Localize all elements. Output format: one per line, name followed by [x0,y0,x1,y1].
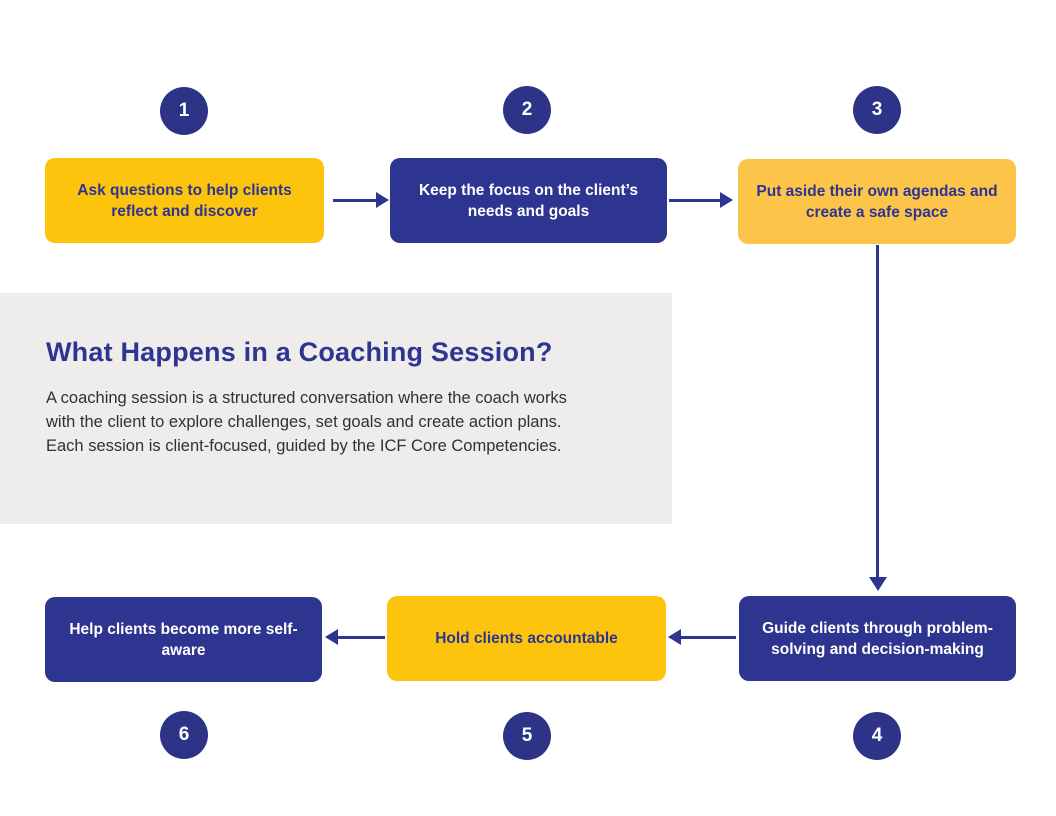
arrow-left-icon [325,629,338,645]
step-4-label: Guide clients through problem-solving an… [762,619,993,658]
step-6-number-badge: 6 [160,711,208,759]
step-1-label: Ask questions to help clients reflect an… [77,181,292,220]
arrow-left-icon [668,629,681,645]
step-2-number-badge: 2 [503,86,551,134]
step-5-card: Hold clients accountable [387,596,666,681]
step-3-card: Put aside their own agendas and create a… [738,159,1016,244]
step-4-card: Guide clients through problem-solving an… [739,596,1016,681]
step-6-card: Help clients become more self-aware [45,597,322,682]
arrow-step1-step2-line [333,199,378,202]
step-5-label: Hold clients accountable [435,630,618,647]
arrow-right-icon [376,192,389,208]
arrow-down-icon [869,577,887,591]
arrow-step4-step5-line [680,636,736,639]
step-4-number-badge: 4 [853,712,901,760]
step-3-number-badge: 3 [853,86,901,134]
page-title: What Happens in a Coaching Session? [46,337,553,367]
arrow-step5-step6-line [337,636,385,639]
step-1-number-badge: 1 [160,87,208,135]
step-2-card: Keep the focus on the client’s needs and… [390,158,667,243]
step-1-card: Ask questions to help clients reflect an… [45,158,324,243]
step-5-number-badge: 5 [503,712,551,760]
step-6-label: Help clients become more self-aware [69,620,298,659]
info-panel [0,293,672,524]
info-panel-description: A coaching session is a structured conve… [46,389,567,455]
arrow-step2-step3-line [669,199,722,202]
step-3-label: Put aside their own agendas and create a… [756,182,998,221]
arrow-step3-step4-line [876,245,879,578]
arrow-right-icon [720,192,733,208]
step-2-label: Keep the focus on the client’s needs and… [418,181,639,220]
